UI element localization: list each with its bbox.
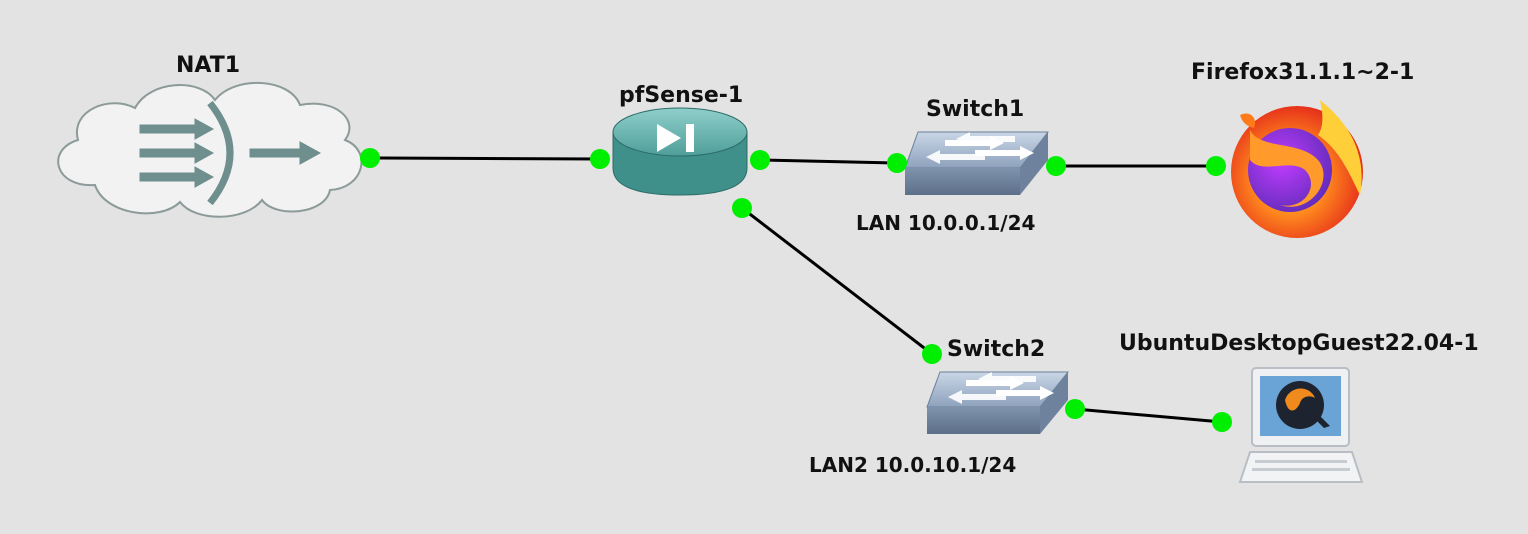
firefox-label: Firefox31.1.1~2-1 (1191, 60, 1415, 85)
port-router-lan2[interactable] (732, 198, 752, 218)
nat-node[interactable] (57, 81, 363, 218)
port-switch2-b[interactable] (1065, 399, 1085, 419)
switch2-subnet-note: LAN2 10.0.10.1/24 (809, 453, 1017, 477)
switch-icon (926, 371, 1070, 434)
ubuntu-node[interactable] (1238, 367, 1364, 483)
nat-cloud-icon (57, 81, 363, 218)
router-node[interactable] (612, 107, 748, 196)
nat-label: NAT1 (176, 53, 241, 78)
switch1-node[interactable] (904, 131, 1050, 195)
port-switch1-b[interactable] (1046, 156, 1066, 176)
port-router-wan[interactable] (590, 149, 610, 169)
link-switch2-ubuntu[interactable] (1074, 407, 1223, 424)
port-nat[interactable] (360, 148, 380, 168)
link-nat-router[interactable] (369, 156, 601, 161)
qemu-vm-icon (1238, 367, 1364, 483)
links (369, 156, 1223, 424)
router-icon (612, 107, 748, 196)
port-firefox[interactable] (1206, 156, 1226, 176)
port-switch1-a[interactable] (887, 153, 907, 173)
firefox-icon (1231, 100, 1363, 238)
switch2-node[interactable] (926, 371, 1070, 434)
switch1-subnet-note: LAN 10.0.0.1/24 (856, 211, 1036, 235)
switch2-label: Switch2 (947, 337, 1046, 362)
port-router-lan[interactable] (750, 150, 770, 170)
port-ubuntu[interactable] (1212, 412, 1232, 432)
link-router-switch2[interactable] (741, 206, 933, 356)
firefox-node[interactable] (1231, 100, 1363, 238)
router-label: pfSense-1 (619, 83, 744, 108)
ubuntu-label: UbuntuDesktopGuest22.04-1 (1119, 331, 1479, 356)
switch1-label: Switch1 (926, 97, 1025, 122)
port-switch2-a[interactable] (922, 344, 942, 364)
ports (360, 148, 1232, 432)
switch-icon (904, 131, 1050, 195)
link-router-switch1[interactable] (759, 158, 898, 165)
